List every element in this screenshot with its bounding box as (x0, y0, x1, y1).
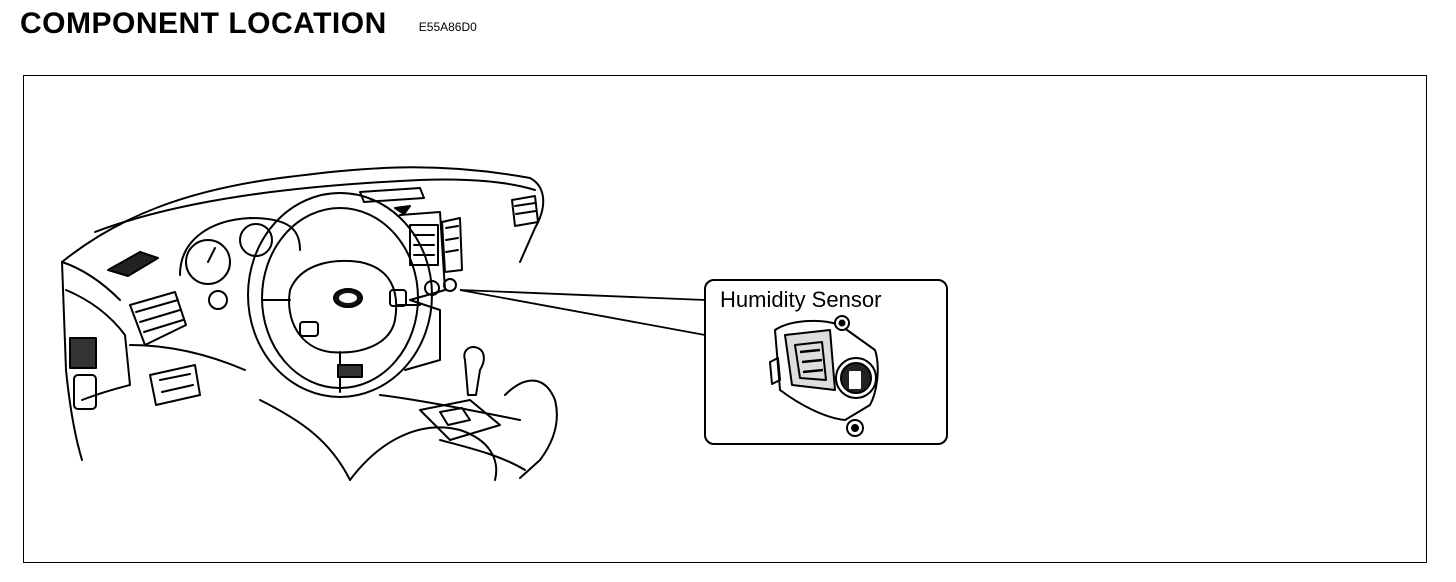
dashboard-illustration (61, 166, 558, 481)
page-header: COMPONENT LOCATION E55A86D0 (20, 4, 477, 44)
page-title: COMPONENT LOCATION (20, 7, 387, 40)
humidity-sensor-label: Humidity Sensor (720, 287, 882, 312)
figure-frame (23, 75, 1427, 563)
callout-leader (459, 289, 706, 336)
document-code: E55A86D0 (418, 20, 477, 34)
humidity-sensor-icon (769, 315, 879, 437)
